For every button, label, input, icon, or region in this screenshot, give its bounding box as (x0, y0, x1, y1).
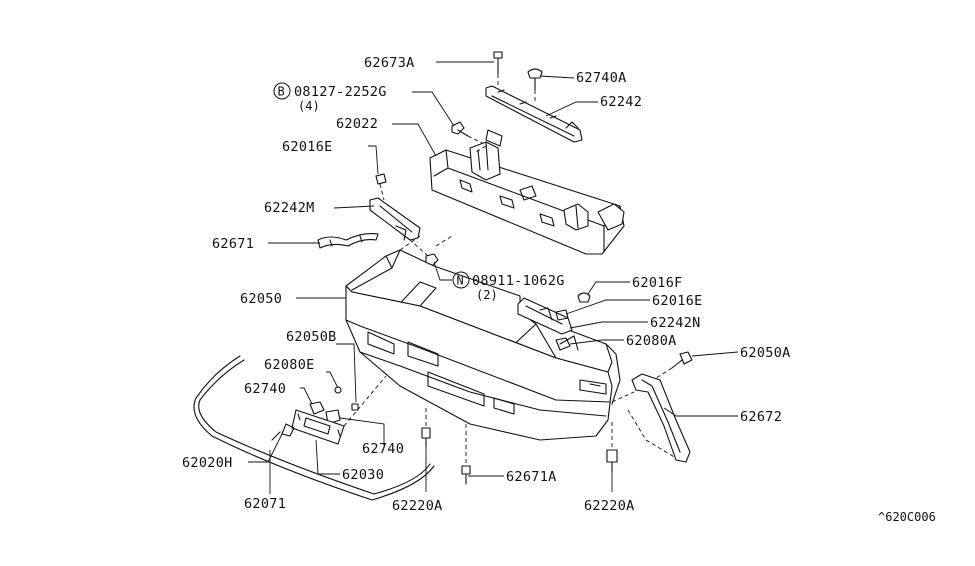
clip-62220a-right-drawing (606, 422, 618, 473)
retainer-62016e-right-drawing (555, 309, 569, 321)
part-label-62672[interactable]: 62672 (740, 409, 782, 425)
part-label-62242[interactable]: 62242 (600, 94, 642, 110)
part-label-62016f[interactable]: 62016F (632, 275, 683, 291)
fascia-62050-drawing (345, 249, 621, 441)
bracket-62672-drawing (611, 373, 691, 463)
part-label-62242m[interactable]: 62242M (264, 200, 315, 216)
retainer-62016f-drawing (577, 292, 591, 303)
alignment-line (475, 145, 487, 153)
part-label-62080a[interactable]: 62080A (626, 333, 677, 349)
part-label-62071[interactable]: 62071 (244, 496, 286, 512)
part-label-62673a[interactable]: 62673A (364, 55, 415, 71)
bracket-62671-drawing (317, 233, 379, 249)
badge-n: N (457, 274, 464, 288)
part-label-62022[interactable]: 62022 (336, 116, 378, 132)
part-label-62220a-right[interactable]: 62220A (584, 498, 635, 514)
bracket-62242m-drawing (369, 197, 421, 241)
part-label-62016e-right[interactable]: 62016E (652, 293, 703, 309)
bolt-62673a-drawing (493, 51, 503, 88)
badge-b: B (278, 85, 285, 99)
reinforcement-62022-drawing (429, 129, 625, 255)
part-label-62740a[interactable]: 62740A (576, 70, 627, 86)
part-label-62016e-top[interactable]: 62016E (282, 139, 333, 155)
part-label-08911-1062g[interactable]: 08911-1062G (472, 273, 565, 289)
badge-n-circle (452, 271, 470, 289)
leader-lines (248, 61, 739, 494)
part-label-62050[interactable]: 62050 (240, 291, 282, 307)
moulding-62071-drawing (193, 355, 435, 501)
part-qty-08911: (2) (476, 288, 498, 302)
clip-62220a-left-drawing (421, 408, 431, 447)
part-label-62671a[interactable]: 62671A (506, 469, 557, 485)
bolt-62671a-drawing (461, 424, 471, 485)
bracket-62242n-drawing (517, 297, 573, 335)
clip-62740a-drawing (527, 68, 543, 104)
diagram-code: ^620C006 (878, 510, 936, 524)
plate-62030-drawing (291, 375, 387, 445)
part-label-62242n[interactable]: 62242N (650, 315, 701, 331)
alignment-line (435, 235, 453, 247)
clip-62740-left-drawing (309, 401, 325, 415)
part-label-62020h[interactable]: 62020H (182, 455, 233, 471)
clip-62080a-drawing (555, 337, 571, 351)
part-label-62050b[interactable]: 62050B (286, 329, 337, 345)
part-label-62080e[interactable]: 62080E (264, 357, 315, 373)
part-label-08127-2252g[interactable]: 08127-2252G (294, 84, 387, 100)
part-label-62220a-left[interactable]: 62220A (392, 498, 443, 514)
clip-62050b-drawing (351, 403, 359, 411)
bolt-08127-drawing (451, 121, 489, 147)
retainer-62016e-top-drawing (375, 173, 387, 201)
part-label-62671[interactable]: 62671 (212, 236, 254, 252)
part-qty-08127: (4) (298, 99, 320, 113)
part-label-62740-right[interactable]: 62740 (362, 441, 404, 457)
bracket-62242-drawing (485, 85, 583, 143)
part-label-62740-left[interactable]: 62740 (244, 381, 286, 397)
bolt-62050a-drawing (649, 351, 693, 383)
part-label-62030[interactable]: 62030 (342, 467, 384, 483)
part-label-62050a[interactable]: 62050A (740, 345, 791, 361)
screw-62020h-drawing (271, 423, 295, 441)
badge-b-circle (273, 82, 291, 100)
